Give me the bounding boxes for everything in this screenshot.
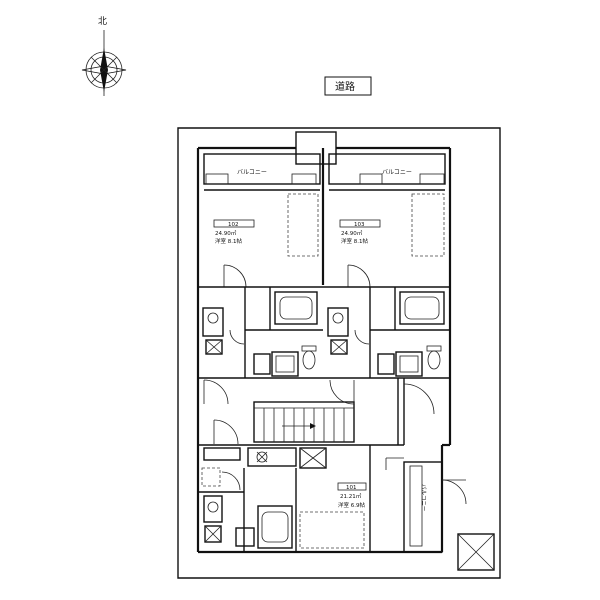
unit-102-area: 24.90㎡	[215, 229, 237, 237]
entrance-area	[295, 131, 337, 165]
road-label: 道路	[335, 80, 355, 93]
wet-area-unit-103	[327, 287, 450, 378]
unit-101	[198, 445, 467, 553]
balcony-label-101: バルコニー	[420, 484, 427, 511]
north-label: 北	[98, 16, 107, 27]
exterior-box	[457, 533, 495, 571]
unit-101-number: 101	[346, 485, 357, 491]
wet-area-unit-102	[202, 287, 323, 378]
compass-rose-icon: 北	[81, 16, 127, 96]
bed-outline-102	[287, 193, 319, 257]
unit-103-room: 洋室 8.1帖	[341, 237, 368, 245]
unit-102-number: 102	[228, 222, 239, 228]
balcony-unit-102	[203, 153, 321, 185]
stairs	[253, 401, 355, 443]
balcony-label-102: バルコニー	[237, 169, 267, 176]
balcony-label-103: バルコニー	[382, 169, 412, 176]
unit-101-room: 洋室 6.9帖	[338, 501, 365, 509]
unit-101-area: 21.21㎡	[340, 492, 362, 500]
site-boundary	[177, 127, 501, 579]
road-label-box	[324, 76, 372, 96]
unit-102-room: 洋室 8.1帖	[215, 237, 242, 245]
unit-103-number: 103	[354, 222, 365, 228]
unit-103-area: 24.90㎡	[341, 229, 363, 237]
bed-outline-103	[411, 193, 445, 257]
balcony-unit-103	[328, 153, 446, 185]
